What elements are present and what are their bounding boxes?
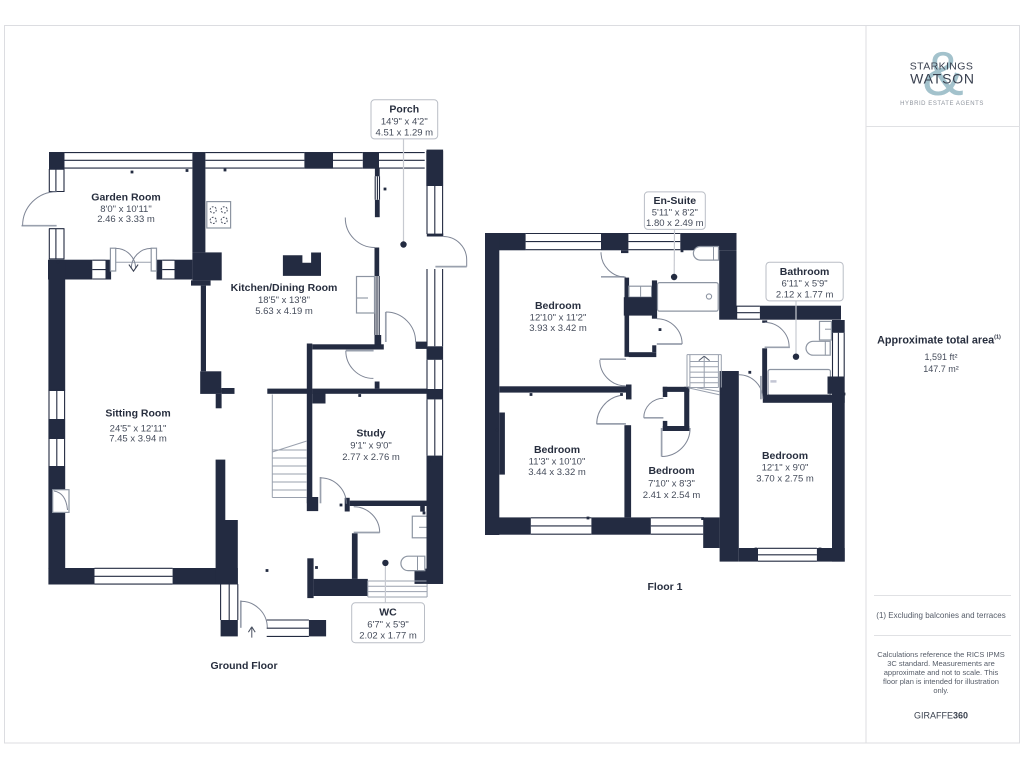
svg-text:WATSON: WATSON — [910, 71, 975, 87]
svg-text:11'3" x 10'10": 11'3" x 10'10" — [529, 457, 586, 468]
svg-text:only.: only. — [933, 686, 948, 695]
svg-text:Garden Room: Garden Room — [91, 192, 160, 204]
svg-text:Study: Study — [356, 428, 385, 440]
svg-text:floor plan is intended for ill: floor plan is intended for illustration — [883, 677, 999, 686]
svg-text:3.70 x 2.75 m: 3.70 x 2.75 m — [756, 474, 814, 485]
svg-text:12'1" x 9'0": 12'1" x 9'0" — [762, 463, 809, 474]
svg-text:Bedroom: Bedroom — [762, 450, 808, 462]
svg-text:Porch: Porch — [389, 104, 419, 116]
svg-text:2.77 x 2.76 m: 2.77 x 2.76 m — [342, 452, 400, 463]
svg-text:147.7 m²: 147.7 m² — [923, 364, 959, 374]
svg-text:8'0" x 10'11": 8'0" x 10'11" — [100, 204, 151, 215]
svg-text:4.51 x 1.29 m: 4.51 x 1.29 m — [376, 128, 434, 139]
svg-text:En-Suite: En-Suite — [654, 195, 697, 207]
svg-text:18'5" x 13'8": 18'5" x 13'8" — [258, 295, 310, 306]
svg-text:5'11" x 8'2": 5'11" x 8'2" — [652, 208, 698, 219]
svg-text:1.80 x 2.49 m: 1.80 x 2.49 m — [646, 218, 704, 229]
svg-text:Kitchen/Dining Room: Kitchen/Dining Room — [231, 282, 338, 294]
svg-text:9'1" x 9'0": 9'1" x 9'0" — [350, 441, 392, 452]
svg-text:Approximate total area(1): Approximate total area(1) — [877, 335, 1001, 347]
svg-text:Sitting Room: Sitting Room — [105, 408, 170, 420]
svg-text:7'10" x 8'3": 7'10" x 8'3" — [648, 479, 695, 490]
svg-text:STARKINGS: STARKINGS — [910, 61, 974, 73]
svg-text:3.93 x 3.42 m: 3.93 x 3.42 m — [529, 323, 587, 334]
svg-text:7.45 x 3.94 m: 7.45 x 3.94 m — [109, 434, 167, 445]
svg-text:2.02 x 1.77 m: 2.02 x 1.77 m — [359, 631, 417, 642]
svg-text:Floor 1: Floor 1 — [647, 581, 682, 593]
svg-text:3C standard. Measurements are: 3C standard. Measurements are — [887, 659, 995, 668]
svg-text:&: & — [922, 40, 963, 109]
svg-text:Ground Floor: Ground Floor — [210, 660, 277, 672]
svg-text:Bedroom: Bedroom — [648, 465, 694, 477]
svg-text:6'11" x 5'9": 6'11" x 5'9" — [782, 278, 828, 289]
svg-text:6'7" x 5'9": 6'7" x 5'9" — [367, 620, 409, 631]
svg-text:2.46 x 3.33 m: 2.46 x 3.33 m — [97, 214, 155, 225]
svg-text:14'9" x 4'2": 14'9" x 4'2" — [381, 117, 428, 128]
svg-text:GIRAFFE360: GIRAFFE360 — [914, 711, 968, 721]
svg-text:3.44 x 3.32 m: 3.44 x 3.32 m — [528, 467, 586, 478]
svg-text:Bathroom: Bathroom — [780, 266, 830, 278]
svg-text:5.63 x 4.19 m: 5.63 x 4.19 m — [255, 306, 313, 317]
svg-text:Bedroom: Bedroom — [534, 444, 580, 456]
svg-text:approximate and not to scale.: approximate and not to scale. This — [884, 668, 999, 677]
svg-text:12'10" x 11'2": 12'10" x 11'2" — [530, 313, 587, 324]
svg-text:HYBRID ESTATE AGENTS: HYBRID ESTATE AGENTS — [900, 101, 984, 107]
svg-text:Calculations reference the RIC: Calculations reference the RICS IPMS — [877, 650, 1005, 659]
svg-text:(1) Excluding balconies and te: (1) Excluding balconies and terraces — [876, 611, 1005, 620]
svg-text:2.41 x 2.54 m: 2.41 x 2.54 m — [643, 490, 701, 501]
svg-text:WC: WC — [379, 607, 397, 619]
svg-text:24'5" x 12'11": 24'5" x 12'11" — [110, 424, 167, 435]
svg-text:2.12 x 1.77 m: 2.12 x 1.77 m — [776, 289, 834, 300]
svg-text:Bedroom: Bedroom — [535, 300, 581, 312]
svg-text:1,591 ft²: 1,591 ft² — [924, 352, 957, 362]
